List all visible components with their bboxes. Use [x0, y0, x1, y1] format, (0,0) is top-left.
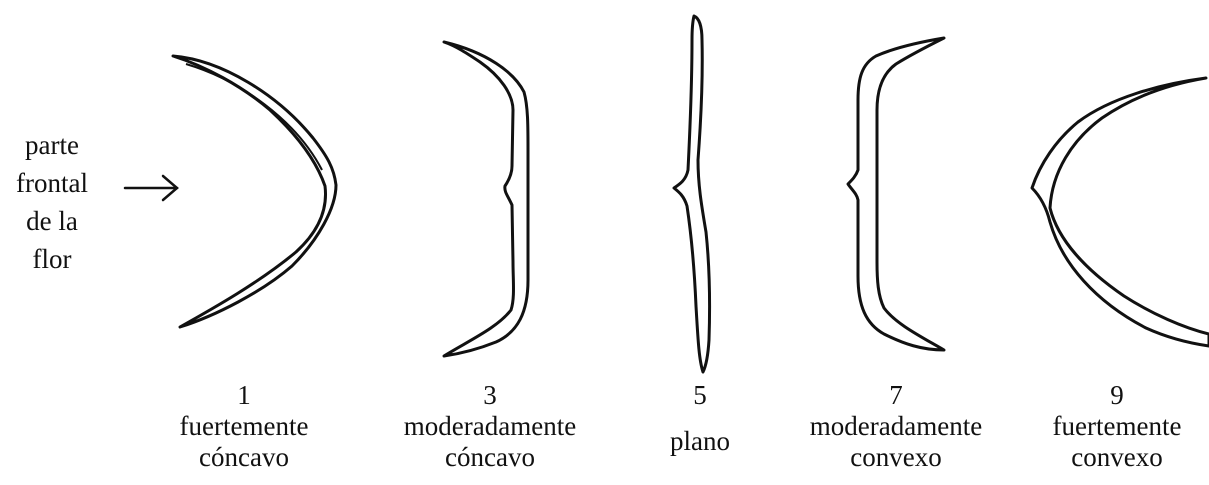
shape-descriptor: cóncavo	[159, 442, 329, 473]
shape-label-5: 5 plano	[630, 380, 770, 457]
shape-descriptor: plano	[630, 426, 770, 457]
shape-label-3: 3 moderadamente cóncavo	[380, 380, 600, 473]
shape-descriptor: cóncavo	[380, 442, 600, 473]
shape-number: 3	[380, 380, 600, 411]
shape-descriptor: fuertemente	[159, 411, 329, 442]
shape-number: 7	[786, 380, 1006, 411]
shape-flat	[674, 16, 710, 372]
shape-descriptor: moderadamente	[380, 411, 600, 442]
shape-label-1: 1 fuertemente cóncavo	[159, 380, 329, 473]
front-arrow-icon	[125, 176, 177, 200]
shape-label-9: 9 fuertemente convexo	[1032, 380, 1202, 473]
shape-descriptor: fuertemente	[1032, 411, 1202, 442]
shape-descriptor: moderadamente	[786, 411, 1006, 442]
front-of-flower-label: parte frontal de la flor	[0, 126, 104, 278]
shape-strongly-concave-edge	[186, 64, 322, 170]
front-label-line2: frontal	[0, 164, 104, 202]
shape-moderately-concave	[444, 42, 528, 356]
shape-label-7: 7 moderadamente convexo	[786, 380, 1006, 473]
shape-number: 1	[159, 380, 329, 411]
shape-number: 5	[630, 380, 770, 411]
shape-number: 9	[1032, 380, 1202, 411]
shape-strongly-convex	[1032, 78, 1209, 346]
front-label-line4: flor	[0, 240, 104, 278]
shape-descriptor: convexo	[1032, 442, 1202, 473]
front-label-line3: de la	[0, 202, 104, 240]
shape-moderately-convex	[848, 38, 944, 350]
front-label-line1: parte	[0, 126, 104, 164]
shape-descriptor: convexo	[786, 442, 1006, 473]
